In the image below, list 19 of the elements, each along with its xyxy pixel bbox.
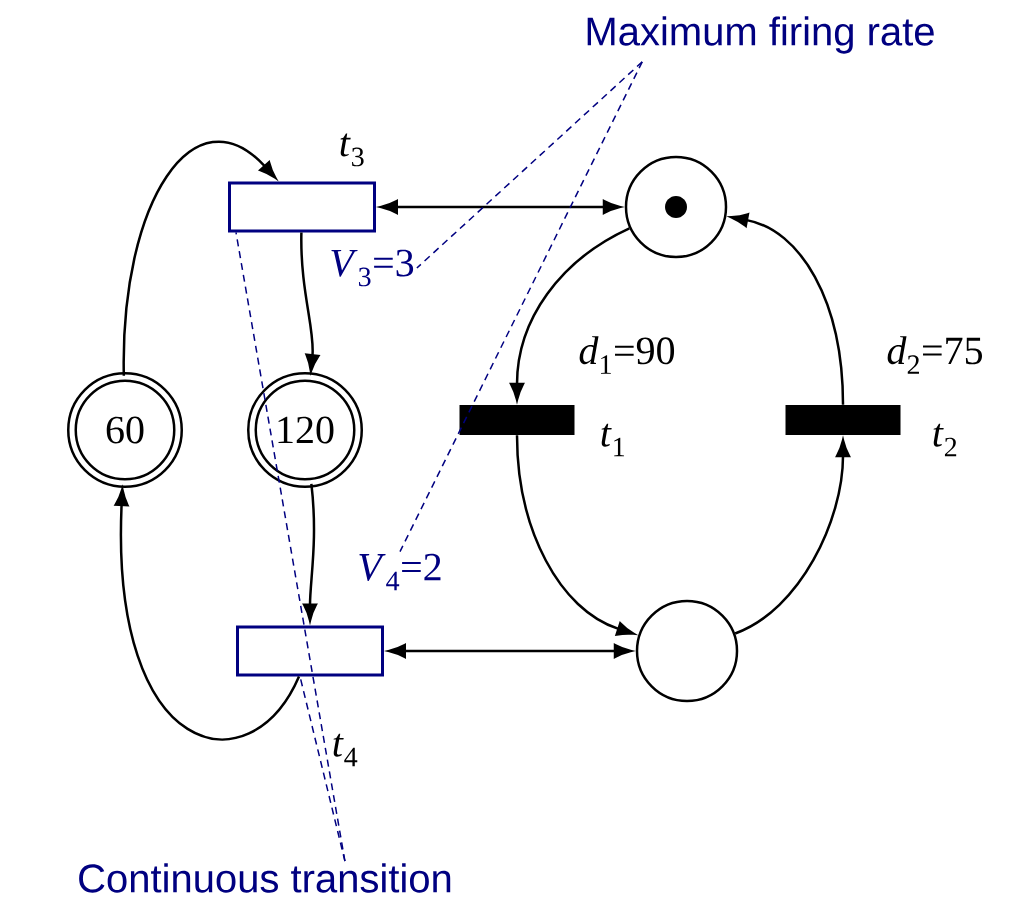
- transition-label: t$_{1}$: [601, 423, 625, 457]
- parameter-label: V$_{3}$=3: [331, 249, 414, 287]
- delay-label: d$_{2}$=75: [887, 336, 982, 374]
- leader-line: [416, 61, 643, 269]
- delay-label: d$_{1}$=90: [579, 336, 675, 374]
- place-circle: [624, 155, 728, 259]
- parameter-label: V$_{4}$=2: [359, 553, 441, 591]
- transition-label: t$_{3}$: [340, 133, 364, 167]
- transition-label: t$_{4}$: [333, 733, 358, 767]
- place-circle: [635, 599, 739, 703]
- annotation-text: Maximum firing rate: [587, 16, 934, 54]
- annotation-text: Continuous transition: [79, 863, 451, 893]
- transition-bar: [785, 405, 901, 435]
- transition-label: t$_{2}$: [933, 423, 957, 457]
- arc-arrow: [515, 435, 635, 636]
- arc-arrow: [122, 140, 277, 376]
- transition-box: [228, 181, 376, 233]
- transition-bar: [459, 405, 575, 435]
- leader-line: [399, 61, 643, 553]
